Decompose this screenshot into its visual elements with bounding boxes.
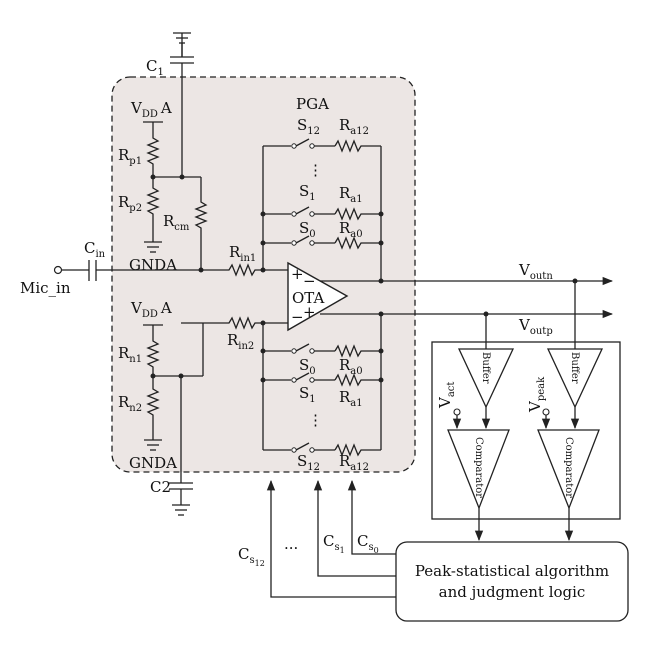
resistor-rin1 — [225, 263, 288, 277]
ota-minus-bot: − — [291, 308, 304, 326]
ota-label: OTA — [292, 289, 324, 307]
ra0-top-label: Ra0 — [339, 219, 363, 240]
mic-in-terminal — [53, 265, 63, 275]
ra1-top-label: Ra1 — [339, 184, 363, 205]
gnda-bottom-symbol — [144, 439, 162, 451]
c2-label: C2 — [150, 478, 171, 496]
voutp-label: Voutp — [518, 316, 553, 337]
logic-label-line2: and judgment logic — [439, 583, 586, 601]
resistor-rp1 — [146, 134, 160, 177]
mic-in-label: Mic_in — [20, 279, 71, 297]
gnda-bottom-label: GNDA — [129, 454, 177, 472]
ra1-bot-label: Ra1 — [339, 388, 363, 409]
vact-label: Vact — [436, 382, 457, 409]
rp1-label: Rp1 — [118, 146, 142, 167]
buffer-2 — [546, 348, 604, 409]
comparator-1-label: Comparator — [473, 437, 484, 498]
logic-block — [395, 541, 629, 622]
gnda-top-symbol — [144, 241, 162, 253]
rin1-label: Rin1 — [229, 243, 256, 264]
rn2-label: Rn2 — [118, 393, 142, 414]
resistor-rn2 — [146, 376, 160, 440]
s12-bot-label: S12 — [297, 452, 320, 473]
rn1-label: Rn1 — [118, 344, 142, 365]
s0-top-label: S0 — [299, 219, 316, 240]
cin-label: Cin — [84, 239, 106, 260]
buffer-2-label: Buffer — [569, 352, 580, 384]
rp2-label: Rp2 — [118, 193, 142, 214]
ra0-bot-label: Ra0 — [339, 356, 363, 377]
resistor-rin2 — [181, 316, 288, 330]
vdots-bot: ⋮ — [308, 411, 323, 429]
pga-block — [111, 76, 416, 473]
buffer-1 — [457, 348, 515, 409]
vdda-top-rail — [143, 121, 163, 134]
resistor-rn1 — [146, 337, 160, 376]
capacitor-c2 — [169, 376, 193, 516]
s1-bot-label: S1 — [299, 384, 316, 405]
buffer-1-label: Buffer — [480, 352, 491, 384]
comparator-1 — [447, 429, 510, 510]
logic-label-line1: Peak-statistical algorithm — [415, 562, 609, 580]
ota-plus-top: + — [291, 265, 304, 283]
rcm-label: Rcm — [163, 212, 190, 233]
c1-label: C1 — [146, 57, 164, 78]
s0-bot-label: S0 — [299, 356, 316, 377]
resistor-rcm — [194, 177, 208, 270]
ota-plus-bot: + — [303, 303, 316, 321]
ra12-bot-label: Ra12 — [339, 452, 369, 473]
resistor-rp2 — [146, 177, 160, 242]
voutn-label: Voutn — [518, 261, 553, 282]
feedback-network-top — [260, 138, 384, 281]
vdots-top: ⋮ — [308, 161, 323, 179]
rin2-label: Rin2 — [227, 331, 254, 352]
gnda-top-label: GNDA — [129, 256, 177, 274]
s12-top-label: S12 — [297, 116, 320, 137]
capacitor-c1 — [170, 32, 194, 177]
ra12-top-label: Ra12 — [339, 116, 369, 137]
cs0-label: Cs0 — [357, 532, 379, 555]
cs1-label: Cs1 — [323, 532, 345, 555]
vpeak-label: Vpeak — [526, 376, 547, 413]
comparator-2-label: Comparator — [563, 437, 574, 498]
control-ellipsis: ··· — [284, 539, 298, 557]
s1-top-label: S1 — [299, 182, 316, 203]
ota-amplifier — [287, 261, 349, 332]
comparator-2 — [537, 429, 600, 510]
feedback-network-bottom — [260, 314, 384, 457]
cs12-label: Cs12 — [238, 545, 265, 568]
ota-minus-top: − — [303, 272, 316, 290]
pga-title: PGA — [296, 95, 329, 113]
vdda-bottom-rail — [143, 324, 163, 337]
